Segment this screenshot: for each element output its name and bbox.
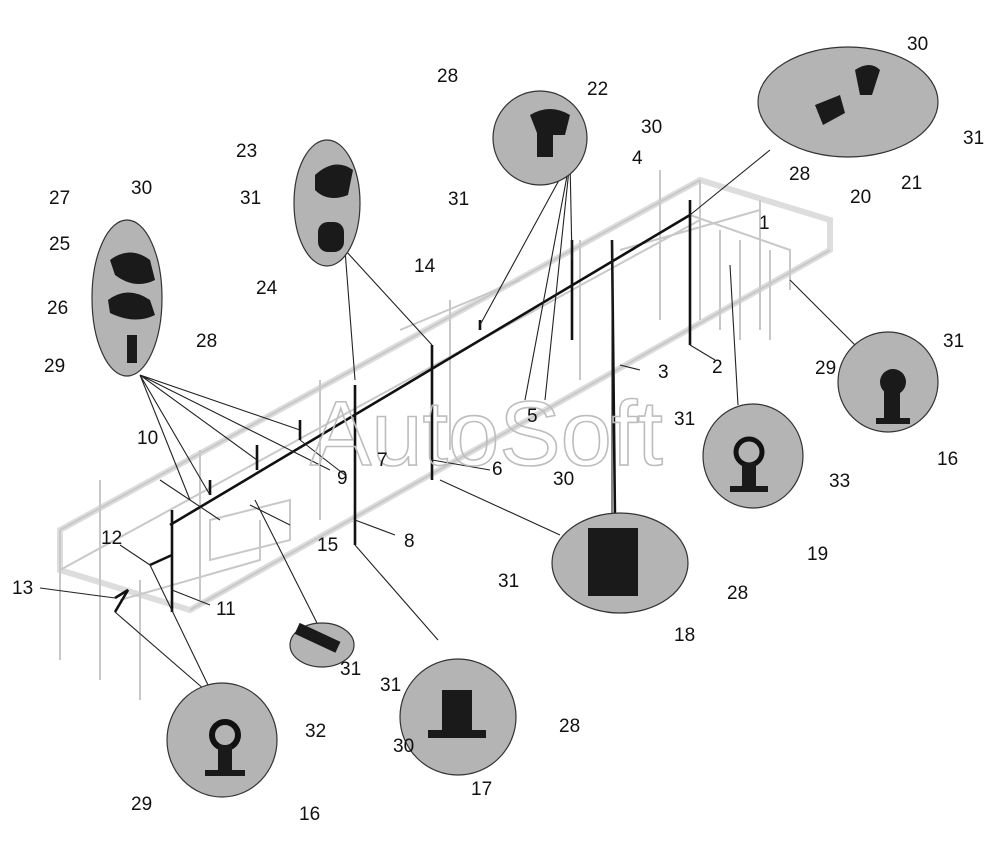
callout-label: 7 [377,450,388,471]
callout-label: 32 [305,721,326,742]
detail-bubble-16-left [166,682,278,798]
callout-label: 3 [658,362,669,383]
callout-label: 27 [49,188,70,209]
callout-label: 9 [337,468,348,489]
callout-label: 28 [559,716,580,737]
callout-label: 31 [240,188,261,209]
callout-label: 2 [712,357,723,378]
callout-label: 28 [437,66,458,87]
callout-label: 30 [641,117,662,138]
callout-label: 31 [340,659,361,680]
callout-label: 15 [317,535,338,556]
callout-label: 14 [414,256,436,277]
callout-label: 11 [216,599,236,620]
callout-label: 31 [380,675,401,696]
callout-label: 30 [907,34,928,55]
callout-label: 31 [943,331,964,352]
callout-label: 19 [807,544,828,565]
callout-label: 8 [404,531,415,552]
callout-label: 31 [448,189,469,210]
callout-label: 23 [236,141,257,162]
callout-label: 31 [963,128,984,149]
callout-label: 25 [49,234,70,255]
callout-label: 28 [196,331,217,352]
callout-label: 6 [492,459,503,480]
callout-label: 16 [937,449,958,470]
callout-label: 20 [850,187,871,208]
callout-label: 31 [674,409,695,430]
callout-label: 17 [471,779,492,800]
callout-label: 10 [137,428,158,449]
callout-label: 22 [587,79,608,100]
callout-label: 29 [815,358,836,379]
callout-label: 30 [131,178,152,199]
leader-lines [39,149,856,691]
callout-label: 1 [759,213,770,234]
callout-label: 29 [131,794,152,815]
callout-label: 4 [632,148,643,169]
callout-label: 28 [789,164,810,185]
callout-label: 13 [12,578,33,599]
detail-bubble-19 [702,403,804,509]
callout-labels: 30 28 22 30 31 23 4 31 31 28 20 21 27 30… [12,34,984,825]
callout-label: 28 [727,583,748,604]
callout-label: 18 [674,625,695,646]
callout-label: 31 [498,571,519,592]
callout-label: 33 [829,471,850,492]
callout-label: 29 [44,356,65,377]
watermark: AutoSoft [310,383,663,485]
vehicle-frame [57,170,833,700]
detail-bubble-20-21 [757,46,939,158]
callout-label: 21 [901,173,922,194]
callout-label: 16 [299,804,320,825]
callout-label: 24 [256,278,278,299]
callout-label: 30 [553,469,574,490]
callout-label: 5 [527,406,538,427]
callout-label: 30 [393,736,414,757]
part-shapes [108,65,910,776]
callout-label: 26 [47,298,68,319]
callout-label: 12 [101,528,122,549]
